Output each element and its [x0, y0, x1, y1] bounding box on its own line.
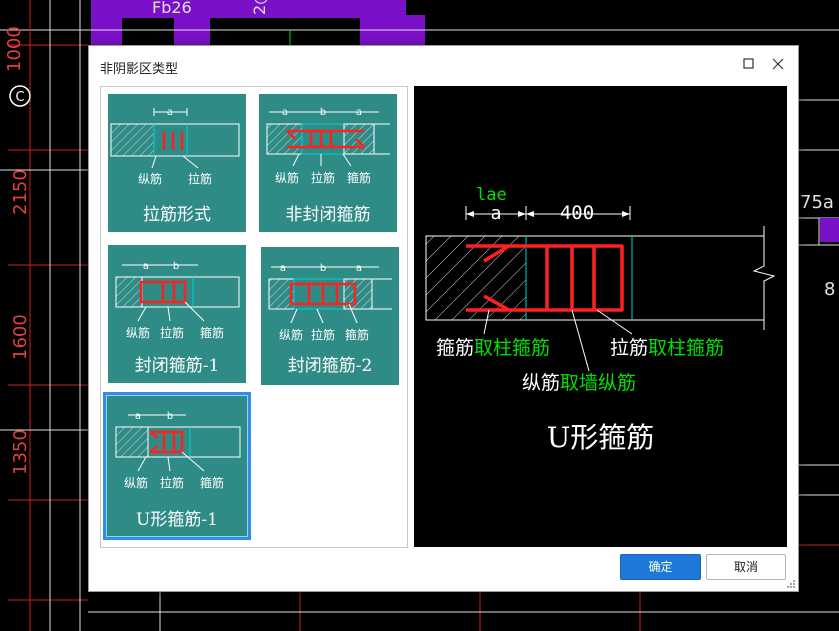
- svg-text:拉筋取柱箍筋: 拉筋取柱箍筋: [610, 337, 724, 359]
- tile-part: 拉筋: [311, 327, 335, 342]
- maximize-icon[interactable]: [742, 57, 756, 71]
- tie-value: 取柱箍筋: [648, 337, 724, 359]
- long-value: 取墙纵筋: [560, 372, 636, 394]
- tile-diagram: a b a 纵筋 拉筋 箍筋: [268, 263, 392, 342]
- tile-part: 箍筋: [347, 170, 371, 185]
- resize-grip-icon[interactable]: [786, 579, 796, 589]
- stirrup-value: 取柱箍筋: [474, 337, 550, 359]
- axis-bubble-label: C: [15, 90, 24, 105]
- dim-lae: lae: [476, 185, 507, 205]
- tile-label: 封闭箍筋-1: [134, 356, 220, 376]
- u-stirrup: [466, 244, 624, 312]
- bg-label: 75a: [800, 192, 834, 213]
- tile-dim: a: [280, 263, 286, 274]
- tile-label: 拉筋形式: [143, 205, 211, 225]
- bg-label: 2@: [250, 0, 269, 15]
- tile-u-stirrup-1[interactable]: a b 纵筋 拉筋 箍筋 U形箍筋-1: [103, 392, 251, 540]
- stirrup-label: 箍筋: [436, 337, 474, 359]
- bg-label: 8: [824, 279, 835, 300]
- tile-label: 封闭箍筋-2: [287, 356, 373, 376]
- tile-part: 纵筋: [275, 170, 299, 185]
- cancel-button[interactable]: 取消: [706, 554, 786, 580]
- tile-dim: a: [356, 263, 362, 274]
- dim-label: 1000: [4, 26, 25, 72]
- dim-label: 1600: [10, 314, 31, 360]
- tile-part: 纵筋: [126, 325, 150, 340]
- tile-diagram: a 纵筋 拉筋: [110, 107, 240, 186]
- tile-part: 拉筋: [188, 171, 212, 186]
- tile-dim: a: [282, 107, 288, 118]
- dim-a: a: [491, 203, 502, 224]
- tile-part: 箍筋: [200, 325, 224, 340]
- shadow-area-type-dialog: 非阴影区类型: [88, 45, 799, 592]
- axis-bubble: [9, 85, 31, 107]
- preview-panel: lae a 400 箍筋取柱箍筋 拉筋取柱箍筋 纵筋取墙纵筋 U形箍筋: [414, 86, 787, 547]
- tile-part: 拉筋: [311, 170, 335, 185]
- tile-diagram: a b 纵筋 拉筋 箍筋: [115, 411, 241, 490]
- tile-dim: b: [320, 107, 326, 118]
- svg-text:纵筋取墙纵筋: 纵筋取墙纵筋: [522, 372, 636, 394]
- tile-dim: b: [167, 411, 173, 422]
- long-label: 纵筋: [522, 372, 560, 394]
- tile-part: 纵筋: [279, 327, 303, 342]
- preview-title: U形箍筋: [546, 421, 655, 454]
- tile-part: 箍筋: [345, 327, 369, 342]
- tile-part: 拉筋: [160, 475, 184, 490]
- tile-label: U形箍筋-1: [136, 510, 218, 530]
- ok-button[interactable]: 确定: [620, 554, 701, 580]
- tile-dim: a: [143, 261, 149, 272]
- tie-label: 拉筋: [610, 337, 648, 359]
- tile-dim: b: [173, 261, 179, 272]
- tile-dim: a: [356, 107, 362, 118]
- tile-tie-form[interactable]: a 纵筋 拉筋 拉筋形式: [108, 94, 246, 232]
- tile-part: 纵筋: [124, 475, 148, 490]
- tile-open-stirrup[interactable]: a b a 纵筋 拉筋 箍筋 非封闭箍筋: [259, 94, 397, 232]
- type-grid: a 纵筋 拉筋 拉筋形式: [100, 86, 408, 548]
- tile-part: 拉筋: [160, 325, 184, 340]
- tile-closed-stirrup-1[interactable]: a b 纵筋 拉筋 箍筋 封闭箍筋-1: [108, 245, 246, 383]
- dim-400: 400: [560, 202, 594, 224]
- preview-diagram: lae a 400 箍筋取柱箍筋 拉筋取柱箍筋 纵筋取墙纵筋: [425, 185, 776, 394]
- svg-text:箍筋取柱箍筋: 箍筋取柱箍筋: [436, 337, 550, 359]
- tile-label: 非封闭箍筋: [285, 205, 371, 225]
- tile-diagram: a b 纵筋 拉筋 箍筋: [115, 261, 240, 340]
- bg-label: Fb26: [152, 0, 192, 17]
- dim-label: 2150: [10, 169, 31, 215]
- tile-part: 纵筋: [138, 171, 162, 186]
- tile-dim: b: [320, 263, 326, 274]
- tile-dim: a: [167, 107, 173, 118]
- tile-dim: a: [135, 411, 141, 422]
- dim-label: 1350: [10, 429, 31, 475]
- dialog-title: 非阴影区类型: [100, 62, 179, 77]
- tile-closed-stirrup-2[interactable]: a b a 纵筋 拉筋 箍筋 封闭箍筋-2: [261, 247, 399, 385]
- close-icon[interactable]: [769, 55, 787, 73]
- tile-part: 箍筋: [200, 475, 224, 490]
- tile-diagram: a b a 纵筋 拉筋 箍筋: [266, 107, 390, 185]
- dialog-titlebar[interactable]: 非阴影区类型: [89, 46, 798, 84]
